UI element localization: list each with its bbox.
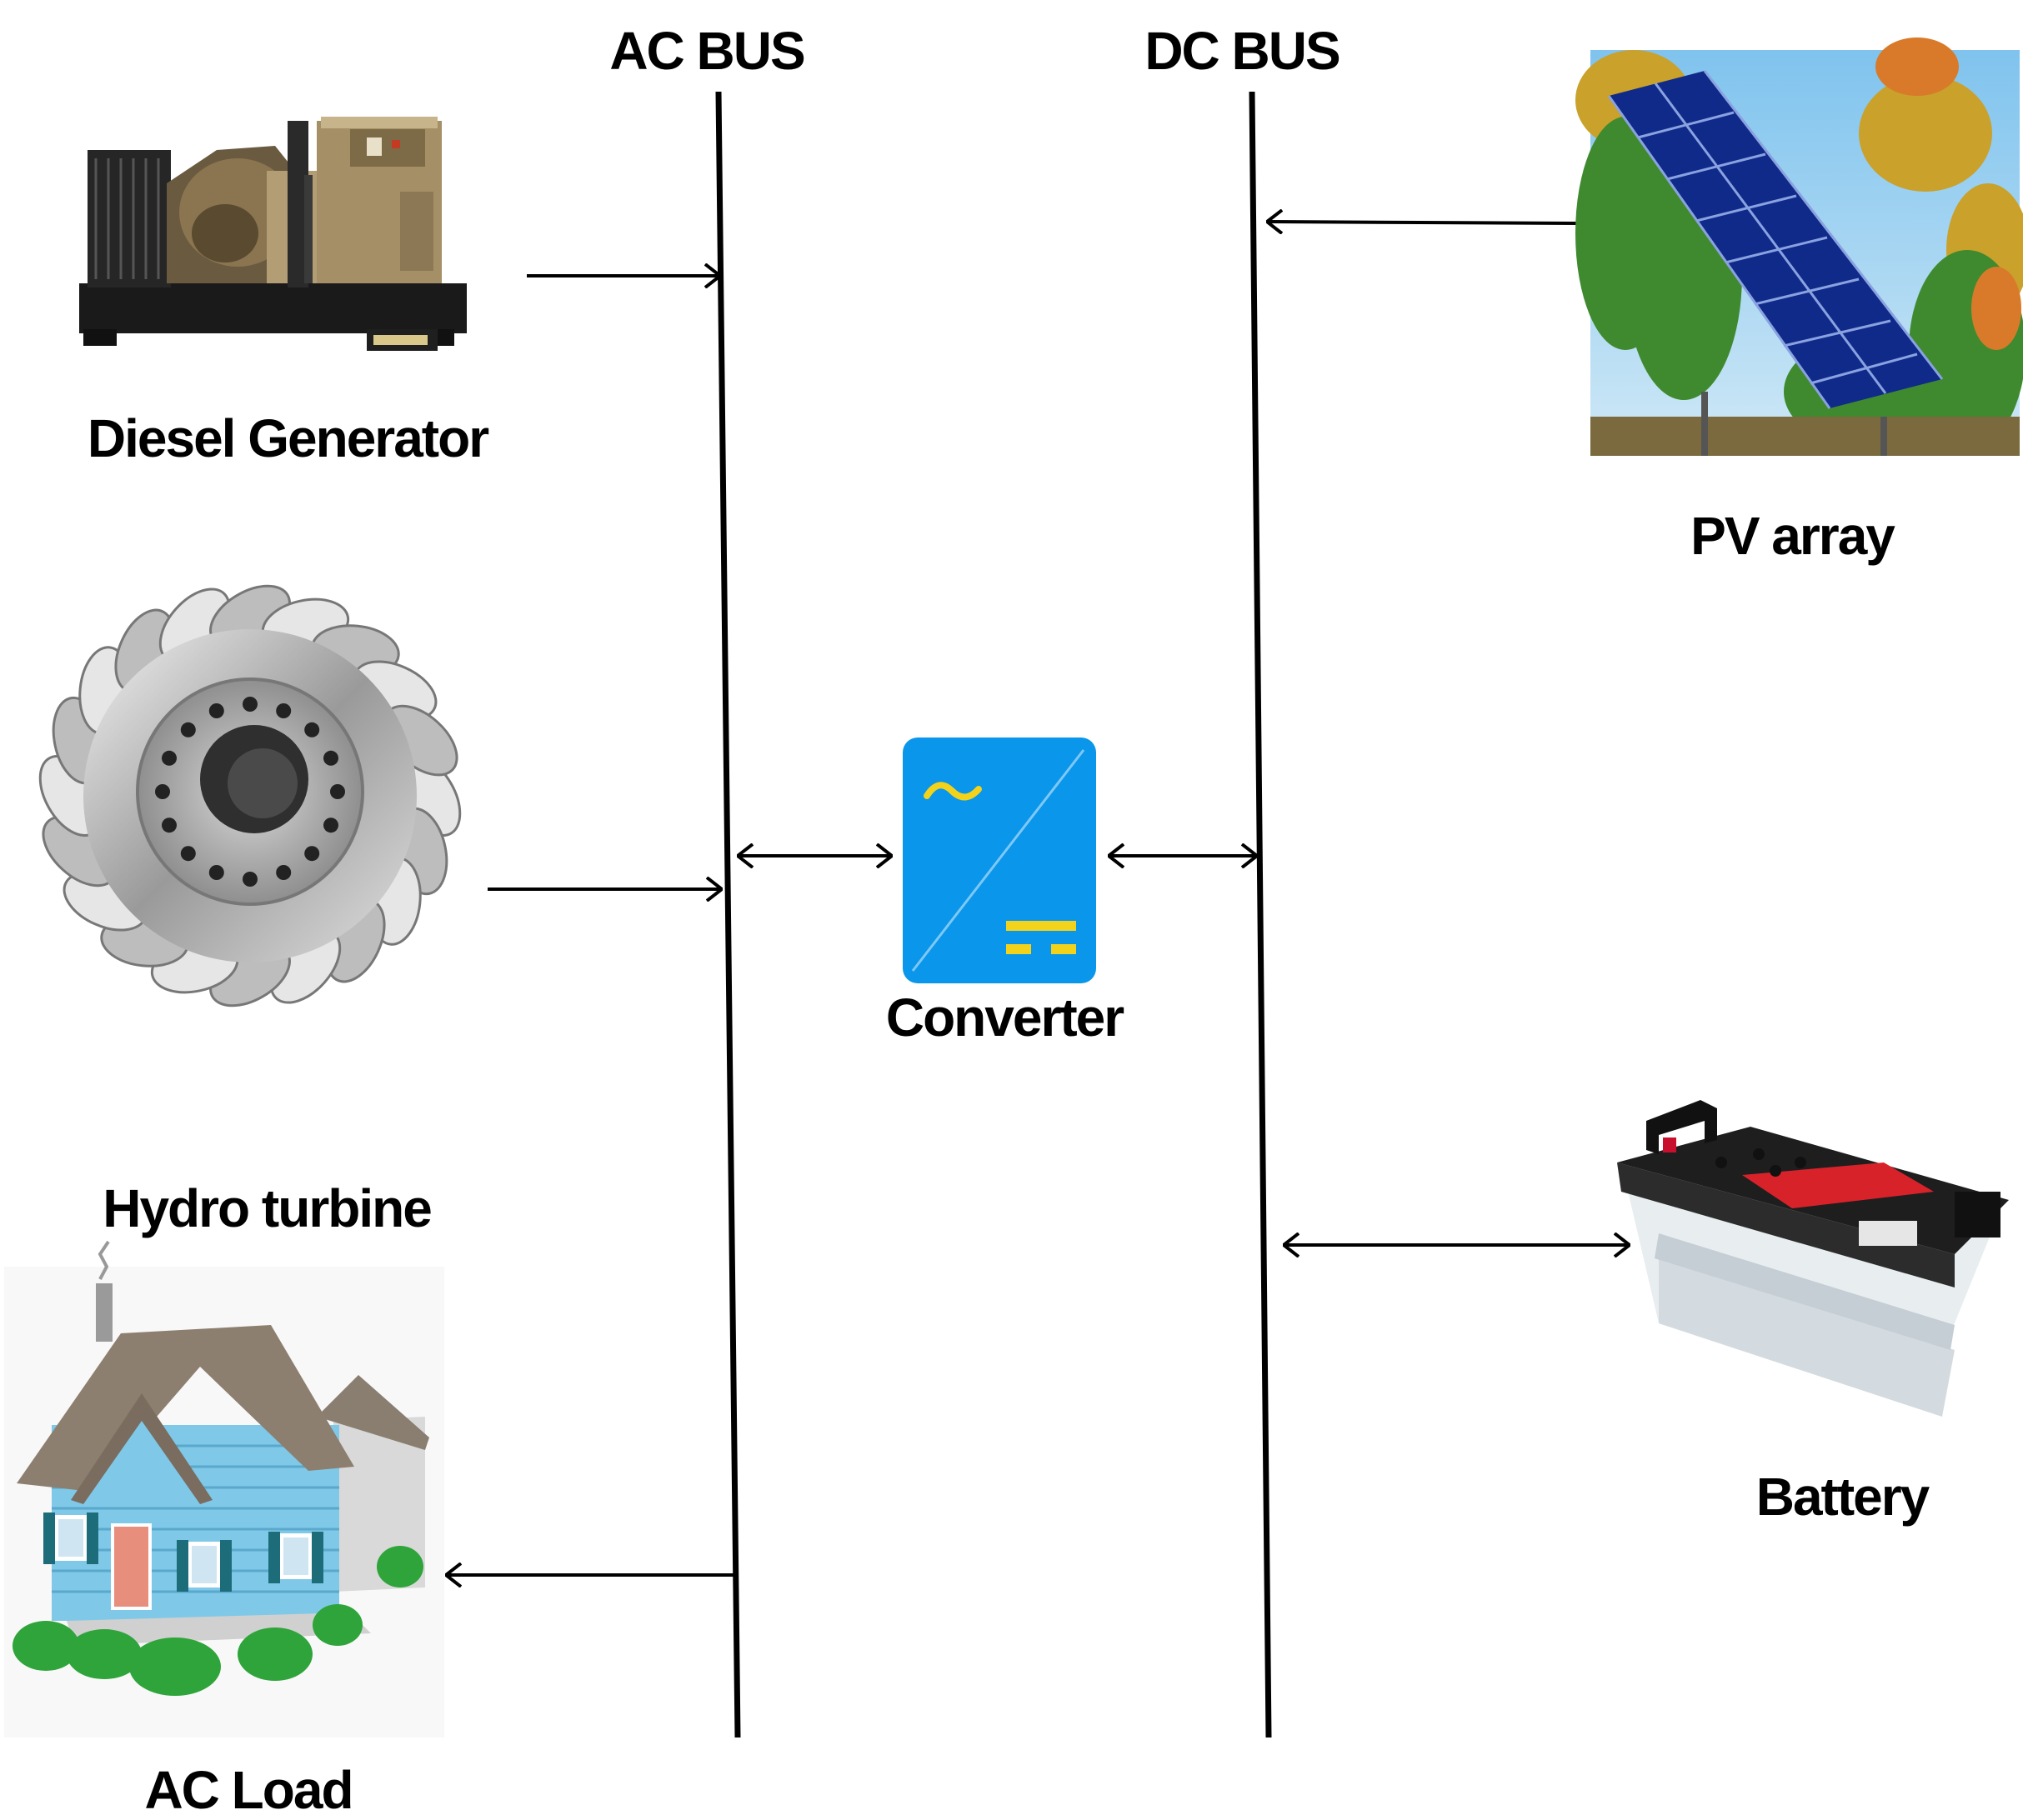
pv-to-dc-bus-arrow xyxy=(1267,222,1580,223)
dc-bus-line xyxy=(1249,91,1272,1738)
house-icon xyxy=(4,1240,444,1738)
converter-label: Converter xyxy=(886,988,1124,1048)
ac-bus-line xyxy=(715,91,741,1738)
pv-array-label: PV array xyxy=(1690,506,1895,566)
hydro-turbine-label: Hydro turbine xyxy=(103,1178,431,1238)
ac-bus-label: AC BUS xyxy=(609,21,804,81)
battery-label: Battery xyxy=(1756,1467,1930,1527)
ac-load-label: AC Load xyxy=(144,1760,352,1820)
solar-panel-icon xyxy=(1575,38,2023,456)
dc-bus-label: DC BUS xyxy=(1144,21,1339,81)
diesel-generator-icon xyxy=(79,117,467,351)
battery-icon xyxy=(1617,1100,2009,1417)
pelton-wheel-icon xyxy=(38,584,462,1008)
diesel-generator-label: Diesel Generator xyxy=(88,408,488,468)
ac-dc-converter-icon xyxy=(903,738,1096,983)
